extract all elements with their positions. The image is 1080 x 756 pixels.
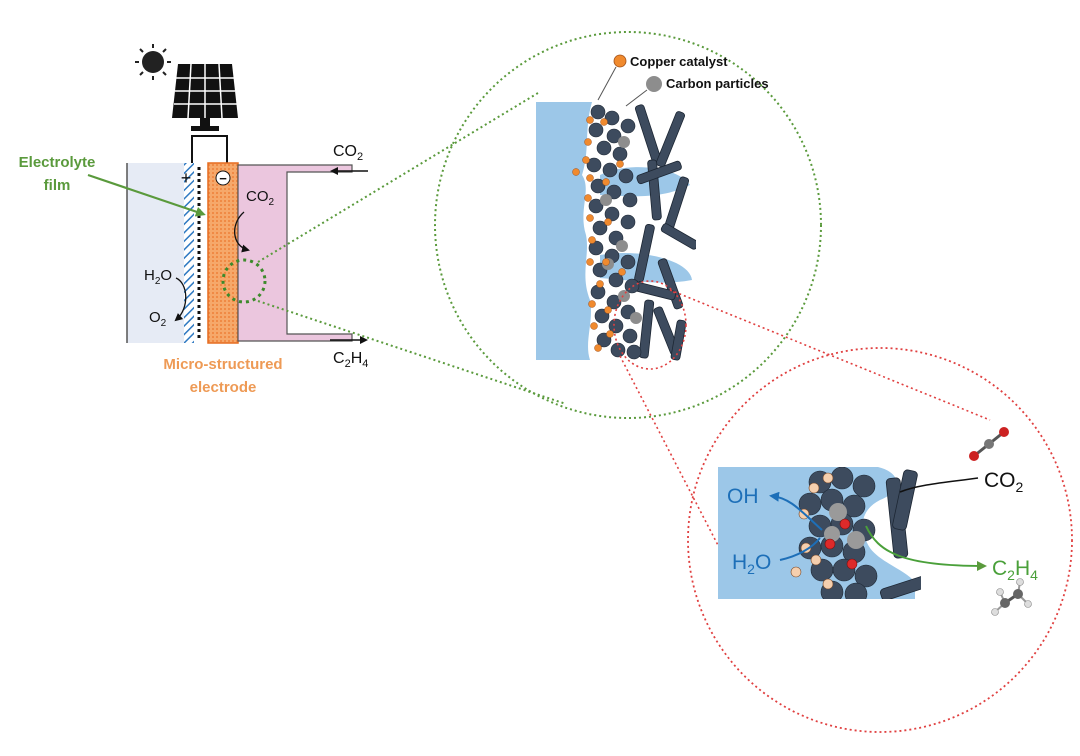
carbon-legend-leader <box>625 89 648 107</box>
reaction-microstructure <box>718 467 921 599</box>
reaction-zone-marker <box>613 280 687 370</box>
h2o-label: H2O <box>144 267 172 287</box>
electrolyte-film-label-line1: Electrolyte <box>19 154 96 171</box>
co2-molecule-icon <box>969 427 1009 461</box>
copper-legend-swatch <box>613 54 627 68</box>
electrolyte-film-label-line2: film <box>44 177 71 194</box>
co2-inner-arrow <box>234 211 250 253</box>
h2o-o2-arrow <box>174 277 187 322</box>
anode-hatched-layer <box>184 163 194 343</box>
c2h4-outlet-label: C2H4 <box>333 350 368 370</box>
carbon-fibers <box>629 104 696 361</box>
h2o-reaction-label: H2O <box>732 551 771 577</box>
electrode-zoom-circle <box>434 31 822 419</box>
oh-arrow <box>769 491 823 531</box>
co2-inlet-label: CO2 <box>333 143 363 163</box>
electrolyte-film-region <box>536 102 592 360</box>
electrode-label-line1: Micro-structured <box>163 356 282 373</box>
solar-panel-icon <box>172 63 238 131</box>
zoom-connector-top <box>257 92 539 263</box>
o2-label: O2 <box>149 309 167 329</box>
c2h4-arrow <box>865 525 987 571</box>
electrolyte-film-pointer <box>87 173 206 217</box>
red-connector-top <box>669 289 991 421</box>
sun-icon <box>135 44 171 80</box>
electrode-microstructure <box>536 102 696 361</box>
reaction-active-sites <box>824 518 858 570</box>
legend: Copper catalyst Carbon particles <box>597 54 769 107</box>
c2h4-reaction-label: C2H4 <box>992 557 1038 583</box>
co2-inner-label: CO2 <box>246 188 275 208</box>
co2-pointer-line <box>899 477 979 493</box>
zoom-region-marker <box>221 258 267 304</box>
reaction-grey-particles <box>824 503 865 549</box>
micro-structured-electrode <box>207 162 239 344</box>
h2o-pointer-line <box>779 537 821 561</box>
copper-legend-label: Copper catalyst <box>630 54 728 69</box>
red-connector-bottom <box>619 355 737 581</box>
cathode-gas-compartment <box>237 164 353 342</box>
zoom-connector-bottom <box>257 300 567 405</box>
oh-label: OH <box>727 485 759 508</box>
cathode-minus-badge <box>215 170 231 186</box>
carbon-legend-swatch <box>646 76 662 92</box>
co2-reaction-label: CO2 <box>984 469 1024 495</box>
ethylene-molecule-icon <box>991 578 1032 616</box>
copper-catalyst-dots <box>572 116 626 352</box>
copper-legend-leader <box>597 66 617 101</box>
electrode-label-line2: electrode <box>190 379 257 396</box>
grey-carbon-particles <box>600 136 642 324</box>
anode-plus-sign: + <box>181 168 192 188</box>
reaction-zoom-circle <box>687 347 1073 733</box>
anode-compartment <box>127 163 187 343</box>
reaction-carbon-fibers <box>880 469 921 599</box>
circuit-wire <box>191 135 228 165</box>
carbon-legend-label: Carbon particles <box>666 76 769 91</box>
cathode-minus-sign: − <box>219 171 227 186</box>
